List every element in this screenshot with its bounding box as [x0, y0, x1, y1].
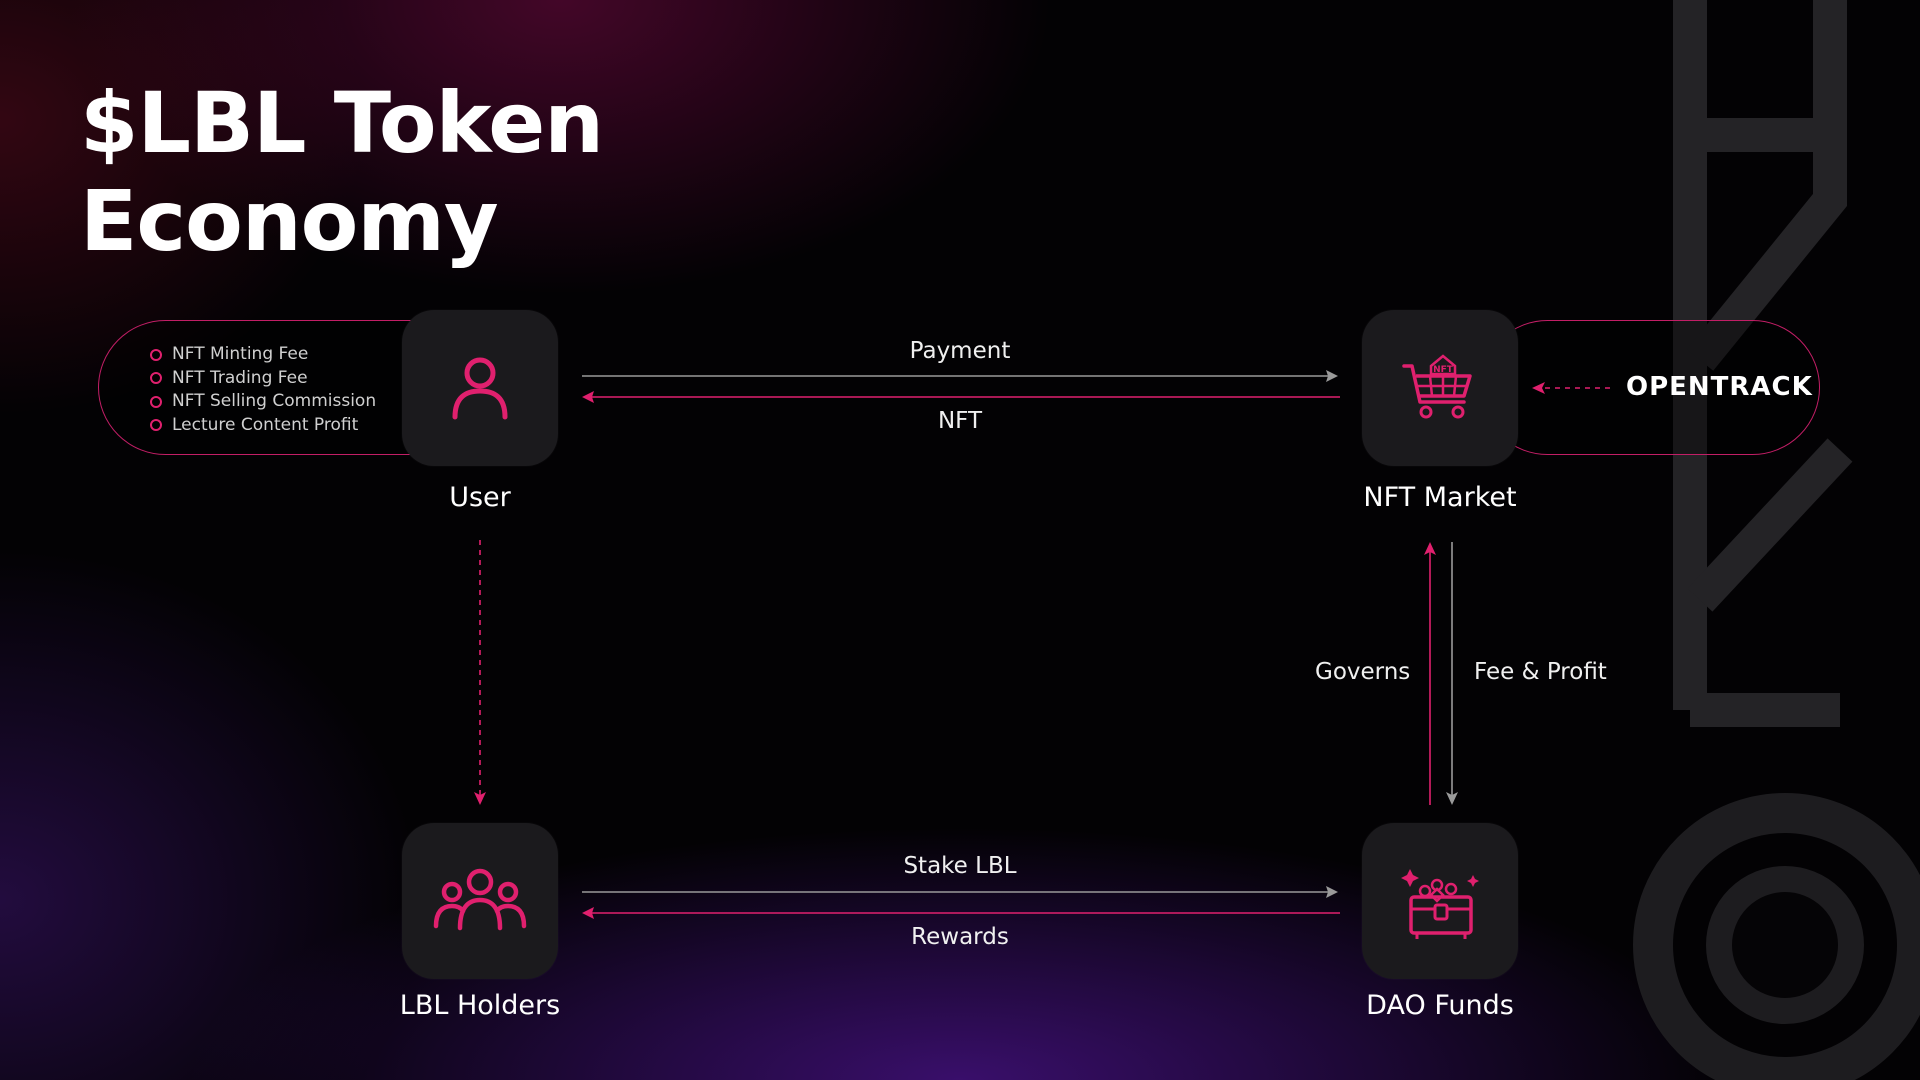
dao-funds-label: DAO Funds [1366, 990, 1514, 1021]
bullet-icon [150, 395, 162, 408]
rewards-arrow [582, 907, 1340, 919]
user-icon [452, 357, 508, 420]
fee-item: NFT Minting Fee [150, 343, 376, 367]
fee-item: NFT Trading Fee [150, 367, 376, 391]
fee-label: NFT Trading Fee [172, 367, 308, 388]
lbl-holders-node [402, 823, 558, 979]
stake-arrow [582, 886, 1338, 898]
nft-label: NFT [937, 408, 983, 434]
fee-item: Lecture Content Profit [150, 414, 376, 438]
bullet-icon [150, 419, 162, 432]
bullet-icon [150, 372, 162, 385]
opentrack-arrow [1532, 382, 1610, 394]
nft-market-node: NFT [1362, 310, 1518, 466]
fee-profit-label: Fee & Profit [1474, 659, 1607, 685]
payment-label: Payment [909, 338, 1011, 364]
lbl-holders-label: LBL Holders [399, 990, 561, 1021]
title-line-1: $LBL Token [80, 74, 604, 172]
user-to-holders-arrow [474, 540, 486, 805]
nft-market-label: NFT Market [1363, 482, 1517, 513]
dao-funds-node [1362, 823, 1518, 979]
user-node [402, 310, 558, 466]
governs-label: Governs [1315, 659, 1411, 685]
fee-label: Lecture Content Profit [172, 414, 359, 435]
treasure-chest-icon [1401, 869, 1479, 939]
fee-label: NFT Minting Fee [172, 344, 309, 364]
stake-label: Stake LBL [903, 853, 1017, 879]
fee-item: NFT Selling Commission [150, 390, 376, 414]
nft-arrow [582, 391, 1340, 403]
rewards-label: Rewards [911, 924, 1009, 950]
svg-text:NFT: NFT [1433, 365, 1454, 375]
group-icon [433, 868, 527, 931]
user-label: User [449, 482, 511, 513]
bullet-icon [150, 348, 162, 361]
fee-list: NFT Minting Fee NFT Trading Fee NFT Sell… [150, 343, 376, 437]
fee-label: NFT Selling Commission [172, 391, 377, 411]
governs-arrow [1424, 542, 1436, 805]
title-line-2: Economy [80, 172, 499, 270]
page-title: $LBL Token Economy [80, 74, 604, 270]
opentrack-logo: OPENTRACK [1626, 372, 1813, 402]
payment-arrow [582, 370, 1338, 382]
fee-profit-arrow [1446, 542, 1458, 805]
nft-cart-icon: NFT [1402, 354, 1472, 419]
